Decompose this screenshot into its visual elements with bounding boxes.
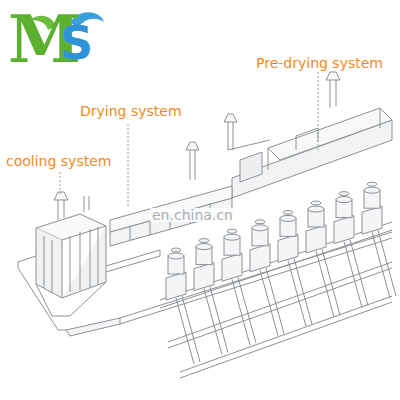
drying-unit-part (227, 229, 237, 233)
drying-unit-part (196, 244, 212, 250)
drying-unit-part (224, 234, 240, 240)
drying-unit-part (367, 182, 377, 186)
drying-unit-part (166, 272, 186, 300)
drying-unit-part (334, 216, 354, 244)
drying-unit-part (283, 210, 293, 214)
drying-unit-part (311, 201, 321, 205)
logo-letter: S (60, 20, 93, 66)
drying-unit-part (168, 253, 184, 259)
watermark: en.china.cn (150, 208, 235, 222)
drying-unit-part (255, 220, 265, 224)
leader-lines (60, 72, 318, 206)
drying-unit-part (278, 234, 298, 262)
drying-unit-part (280, 215, 296, 221)
drying-unit-part (252, 225, 268, 231)
drying-unit-part (250, 244, 270, 272)
drying-unit-part (238, 277, 256, 343)
drying-unit-part (210, 287, 228, 353)
drying-unit-part (222, 253, 242, 281)
drying-unit-part (308, 206, 324, 212)
callout-label: cooling system (6, 154, 111, 168)
drying-unit-part (171, 248, 181, 252)
drying-unit-part (362, 206, 382, 234)
drying-unit-part (182, 296, 200, 362)
drying-unit-part (199, 239, 209, 243)
callout-label: Pre-drying system (256, 56, 383, 70)
callout-label: Drying system (80, 104, 182, 118)
drying-unit-part (336, 197, 352, 203)
drying-unit-part (364, 187, 380, 193)
drying-unit-part (266, 268, 284, 334)
drying-unit-part (339, 192, 349, 196)
drying-unit-part (322, 249, 340, 315)
drying-unit-part (194, 263, 214, 291)
drying-unit-part (306, 225, 326, 253)
drying-unit-part (294, 258, 312, 324)
drying-unit-part (378, 230, 396, 296)
drying-unit-part (350, 240, 368, 306)
